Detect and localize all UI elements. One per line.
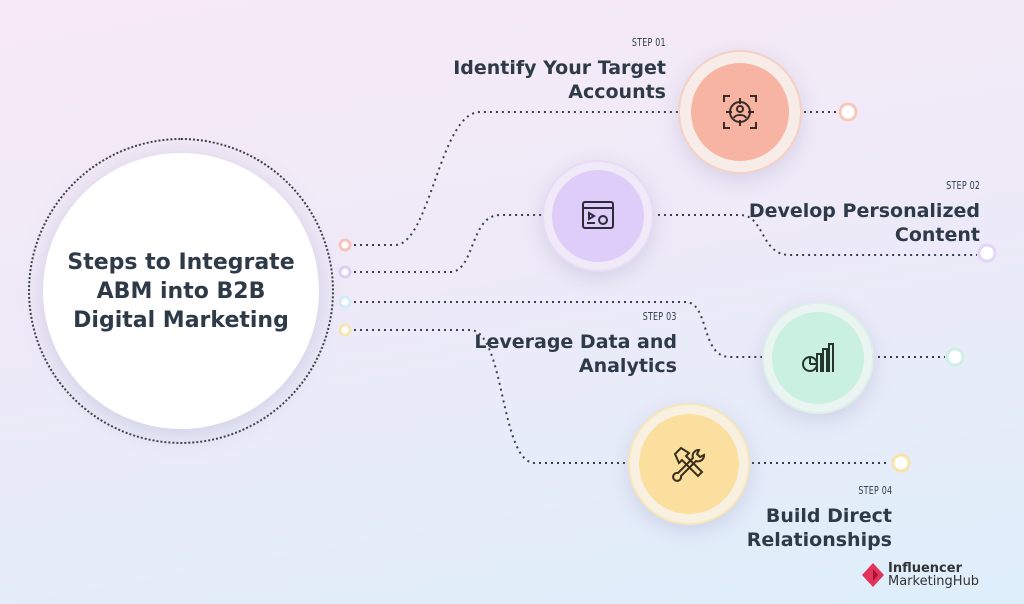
hub-circle: Steps to Integrate ABM into B2B Digital … xyxy=(28,138,334,444)
step-4-label: STEP 04 Build Direct Relationships xyxy=(747,484,892,552)
connector-step-2-end xyxy=(652,214,977,256)
step-number: STEP 01 xyxy=(632,36,666,49)
diagram-title: Steps to Integrate ABM into B2B Digital … xyxy=(43,153,319,429)
step-3-node xyxy=(762,302,874,414)
step-title-line2: Content xyxy=(894,224,980,246)
dot-end-2 xyxy=(977,243,997,263)
web-content-icon xyxy=(582,201,614,229)
dot-left-4 xyxy=(338,323,352,337)
step-title-line2: Accounts xyxy=(568,81,666,103)
hammer-wrench-icon xyxy=(672,446,705,482)
dot-left-3 xyxy=(338,295,352,309)
dot-end-3 xyxy=(945,347,965,367)
step-title-line2: Relationships xyxy=(746,529,892,551)
connector-step-3 xyxy=(354,301,765,358)
step-3-label: STEP 03 Leverage Data and Analytics xyxy=(474,310,677,378)
step-title-line1: Develop Personalized xyxy=(748,200,980,222)
connector-step-1 xyxy=(354,111,682,246)
target-user-icon xyxy=(723,95,757,129)
logo-mark-icon xyxy=(862,563,884,587)
analytics-chart-icon xyxy=(802,343,834,372)
step-title-line1: Build Direct xyxy=(765,505,892,527)
logo-line2: MarketingHub xyxy=(888,574,980,589)
step-2-label: STEP 02 Develop Personalized Content xyxy=(749,179,980,247)
dot-left-2 xyxy=(338,265,352,279)
dot-end-1 xyxy=(838,102,858,122)
step-2-node xyxy=(542,160,654,272)
connector-step-2 xyxy=(354,214,545,273)
dot-end-4 xyxy=(891,453,911,473)
dot-left-1 xyxy=(338,238,352,252)
logo-line1: Influencer xyxy=(888,561,962,576)
step-4-node xyxy=(628,403,750,525)
step-title-line1: Identify Your Target xyxy=(453,57,666,79)
step-number: STEP 04 xyxy=(858,484,892,497)
step-1-label: STEP 01 Identify Your Target Accounts xyxy=(453,36,666,104)
connector-step-4 xyxy=(354,329,634,464)
step-1-node xyxy=(678,50,802,174)
step-number: STEP 02 xyxy=(946,179,980,192)
step-title-line2: Analytics xyxy=(578,355,677,377)
step-title-line1: Leverage Data and xyxy=(474,331,677,353)
step-number: STEP 03 xyxy=(643,310,677,323)
